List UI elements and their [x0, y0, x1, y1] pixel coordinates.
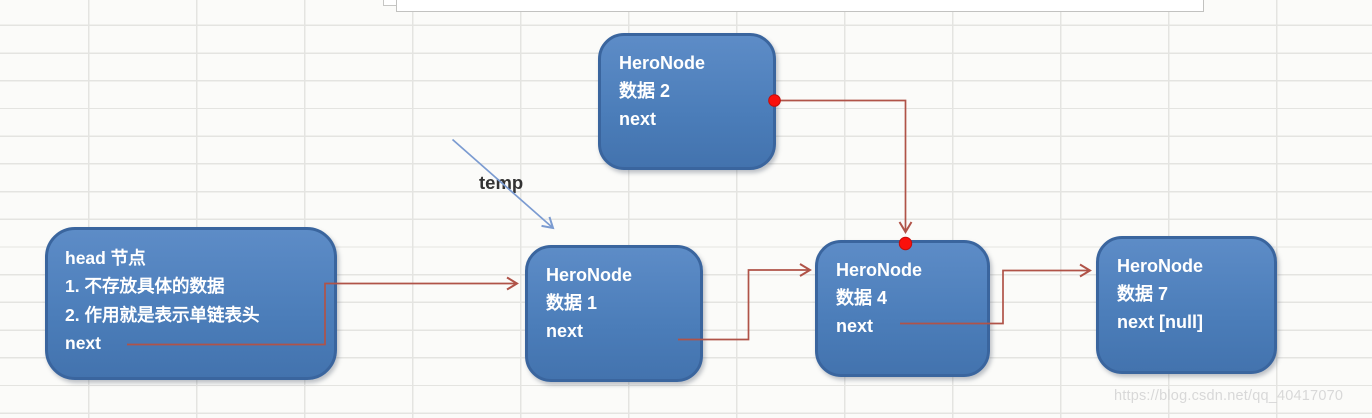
node-title: HeroNode: [546, 265, 633, 285]
node-title: HeroNode: [619, 53, 706, 73]
node-next-label: next: [619, 109, 657, 129]
node-next-label: next: [836, 316, 874, 336]
node-title: HeroNode: [1117, 256, 1204, 276]
node-next-label: next [null]: [1117, 312, 1203, 332]
node-value: 数据 4: [836, 288, 888, 308]
node-value: 数据 7: [1117, 284, 1169, 304]
node-next-label: next: [546, 321, 584, 341]
hero-node-1-box[interactable]: HeroNode 数据 1 next: [525, 245, 703, 382]
head-node-note-1: 1. 不存放具体的数据: [65, 276, 225, 297]
head-node-box[interactable]: head 节点 1. 不存放具体的数据 2. 作用就是表示单链表头 next: [45, 227, 337, 380]
node-value: 数据 1: [546, 293, 598, 313]
hero-node-2-box[interactable]: HeroNode 数据 2 next: [598, 33, 776, 170]
node-title: HeroNode: [836, 260, 923, 280]
head-node-title: head 节点: [65, 248, 146, 268]
hero-node-7-box[interactable]: HeroNode 数据 7 next [null]: [1096, 236, 1277, 374]
head-node-next-label: next: [65, 333, 101, 354]
temp-pointer-label[interactable]: temp: [479, 172, 524, 193]
head-node-note-2: 2. 作用就是表示单链表头: [65, 304, 260, 325]
hero-node-4-box[interactable]: HeroNode 数据 4 next: [815, 240, 990, 377]
toolbar-bottom-edge: [396, 0, 1204, 12]
node-value: 数据 2: [619, 81, 671, 101]
csdn-watermark: https://blog.csdn.net/qq_40417070: [1114, 388, 1344, 404]
